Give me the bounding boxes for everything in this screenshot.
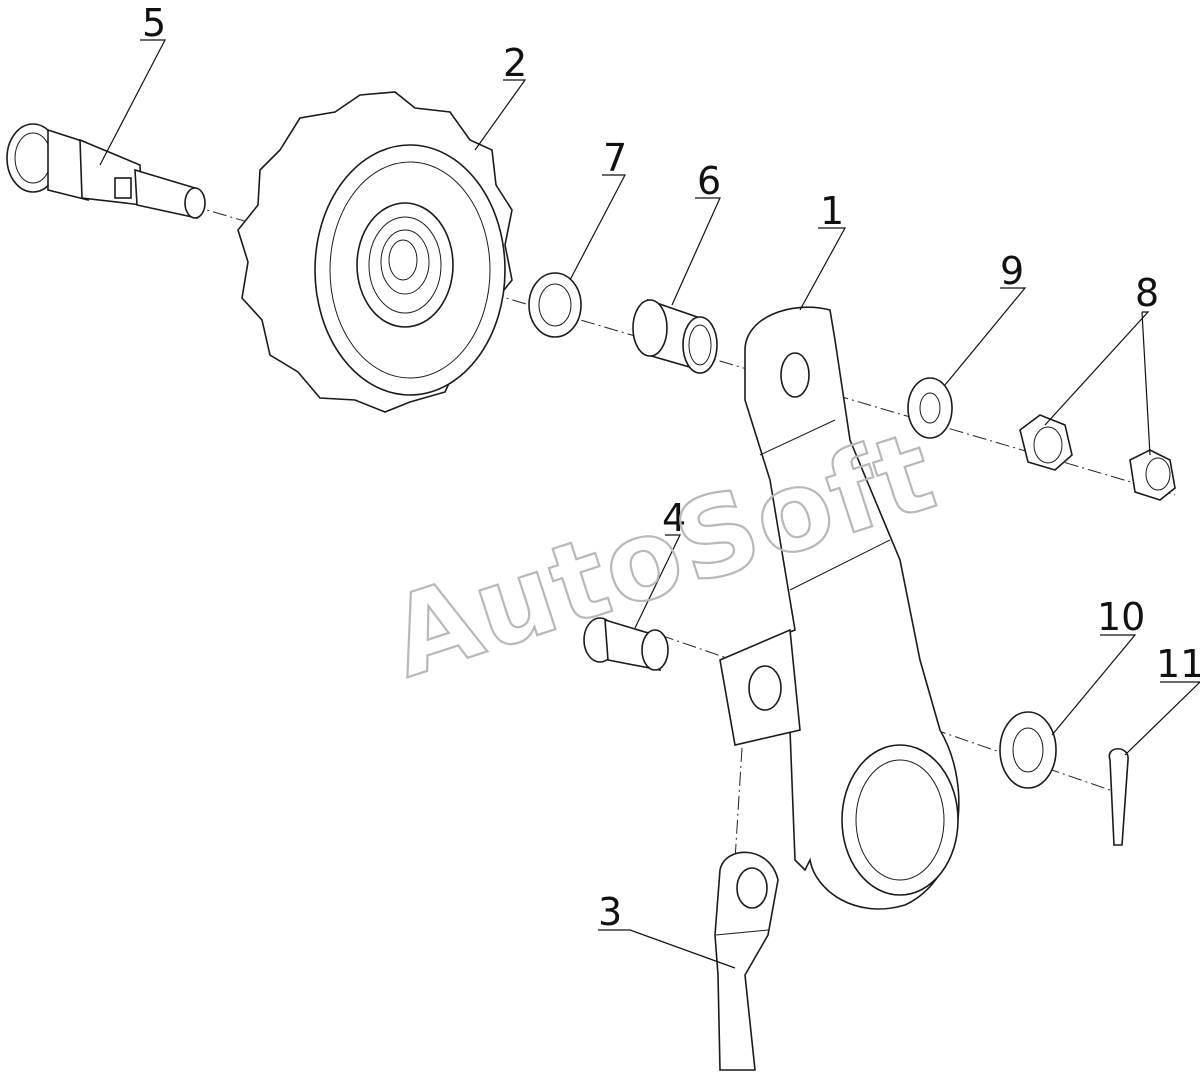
callout-3: 3 bbox=[598, 890, 622, 934]
callout-8: 8 bbox=[1135, 271, 1159, 315]
callout-1: 1 bbox=[820, 189, 844, 233]
pin-icon bbox=[583, 617, 669, 671]
sprocket-icon bbox=[237, 91, 513, 413]
cotter-pin-icon bbox=[1108, 747, 1129, 846]
callout-2: 2 bbox=[503, 41, 527, 85]
washer-icon-10 bbox=[999, 711, 1057, 789]
axle-pin-icon bbox=[6, 123, 206, 220]
leader-lines bbox=[99, 39, 1200, 969]
callout-9: 9 bbox=[1000, 249, 1024, 293]
tensioner-arm-icon bbox=[719, 306, 960, 910]
callout-5: 5 bbox=[142, 1, 166, 45]
callout-6: 6 bbox=[697, 159, 721, 203]
callout-7: 7 bbox=[603, 136, 627, 180]
callout-labels: 5 2 7 6 1 9 8 4 10 11 3 bbox=[142, 1, 1200, 934]
tie-rod-icon bbox=[714, 851, 779, 1071]
bushing-icon bbox=[632, 298, 718, 374]
washer-icon-9 bbox=[907, 377, 953, 439]
washer-icon bbox=[528, 272, 582, 338]
callout-11: 11 bbox=[1156, 642, 1200, 686]
callout-4: 4 bbox=[662, 496, 686, 540]
hex-nut-icon bbox=[1019, 414, 1176, 501]
callout-10: 10 bbox=[1097, 595, 1145, 639]
